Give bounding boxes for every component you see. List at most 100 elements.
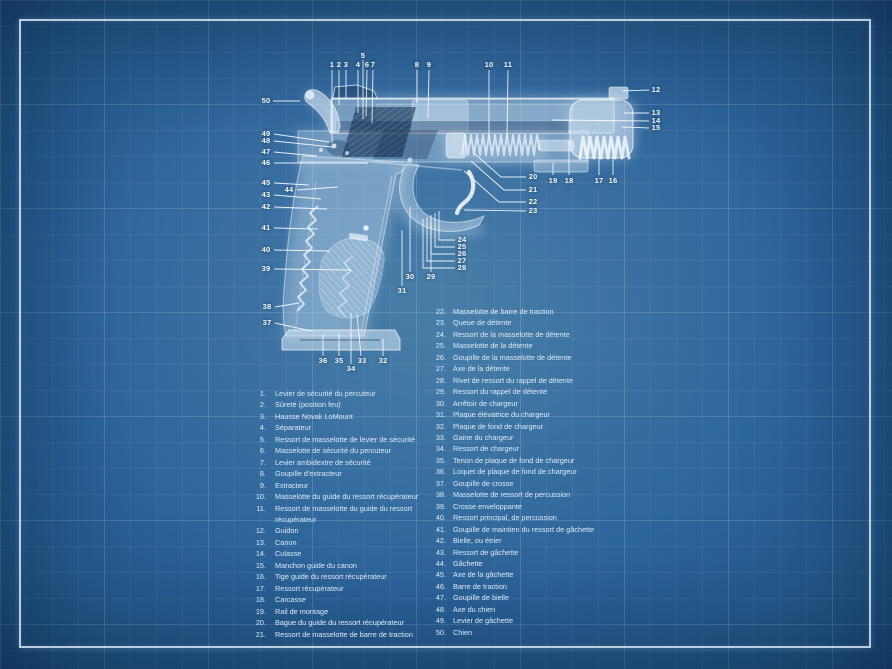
callout-number-3: 3 <box>343 60 349 70</box>
callout-number-29: 29 <box>426 272 436 282</box>
legend-item-number: 2. <box>259 400 266 410</box>
legend-item-number: 16. <box>255 572 266 582</box>
legend-item-label: Ressort principal, de percussion <box>453 513 557 523</box>
legend-item: 34.Ressort de chargeur <box>426 443 640 454</box>
legend-item: 37.Goupille de crosse <box>426 478 640 489</box>
grip-screw <box>363 225 369 231</box>
legend-item: 36.Loquet de plaque de fond de chargeur <box>426 466 640 477</box>
legend-item-number: 34. <box>435 444 446 454</box>
legend-item-number: 18. <box>255 595 266 605</box>
hammer-spur-shape <box>305 90 315 100</box>
callout-number-15: 15 <box>651 123 661 133</box>
callout-number-23: 23 <box>528 206 538 216</box>
accessory-rail-shape <box>533 159 589 173</box>
leader-line-24 <box>438 211 455 241</box>
legend-item: 5.Ressort de masselotte de levier de séc… <box>250 434 438 445</box>
legend-item-number: 32. <box>435 421 446 431</box>
legend-item-number: 29. <box>435 387 446 397</box>
leader-line-41 <box>273 227 319 230</box>
legend-item-number: 43. <box>435 547 446 557</box>
callout-number-40: 40 <box>261 245 271 255</box>
legend-item-label: Plaque élévatrice du chargeur <box>453 410 550 420</box>
callout-number-41: 41 <box>261 223 271 233</box>
legend-item: 14.Culasse <box>250 548 438 559</box>
legend-item: 38.Masselotte de ressort de percussion <box>426 489 640 500</box>
legend-item: 29. Ressort du rappel de détente <box>426 386 640 397</box>
baseplate-shape <box>281 329 401 351</box>
legend-item-label: Canon <box>275 537 297 547</box>
legend-item: 45.Axe de la gâchette <box>426 569 640 580</box>
legend-item: 39.Crosse enveloppante <box>426 501 640 512</box>
legend-item: 16. Tige guide du ressort récupérateur <box>250 571 438 582</box>
legend-item-number: 10. <box>255 492 266 502</box>
callout-number-43: 43 <box>261 190 271 200</box>
legend-item-label: Séparateur <box>275 423 312 433</box>
mag-release-pin <box>407 157 413 163</box>
lever-pin <box>319 148 323 152</box>
legend-item: 23.Queue de détente <box>426 317 640 328</box>
legend-item-number: 36. <box>435 467 446 477</box>
legend-item-number: 25. <box>435 341 446 351</box>
leader-line-9 <box>427 69 430 119</box>
legend-item-label: Crosse enveloppante <box>453 501 522 511</box>
legend-item-label: Masselotte de sécurité du percuteur <box>275 446 392 456</box>
callout-number-4: 4 <box>355 60 361 70</box>
legend-item-number: 15. <box>255 560 266 570</box>
leader-line-40 <box>273 249 331 252</box>
callout-number-1: 1 <box>329 60 335 70</box>
legend-item: 31.Plaque élévatrice du chargeur <box>426 409 640 420</box>
legend-item: 50.Chien <box>426 627 640 638</box>
legend-item-number: 42. <box>435 536 446 546</box>
callout-number-46: 46 <box>261 158 271 168</box>
legend-item: 20.Bague du guide du ressort récupérateu… <box>250 617 438 628</box>
callout-number-45: 45 <box>261 178 271 188</box>
hammer-shape <box>304 89 341 134</box>
legend-item-label: Tige guide du ressort récupérateur <box>275 572 387 582</box>
callout-number-2: 2 <box>336 60 342 70</box>
legend-item-number: 21. <box>255 629 266 639</box>
legend-item-label: Rivet de ressort du rappel de détente <box>453 375 574 385</box>
callout-number-26: 26 <box>457 249 467 259</box>
legend-item-label: Manchon guide du canon <box>275 560 357 570</box>
legend-item: 46.Barre de traction <box>426 581 640 592</box>
callout-number-16: 16 <box>608 176 618 186</box>
legend-item-label: Gaine du chargeur <box>453 432 514 442</box>
callout-number-36: 36 <box>318 356 328 366</box>
legend-item-number: 12. <box>255 526 266 536</box>
legend-item-label: Bielle, ou étrier <box>453 536 502 546</box>
legend-item-label: Ressort de masselotte du guide du ressor… <box>275 503 413 524</box>
legend-item-label: Extracteur <box>275 480 309 490</box>
callout-number-10: 10 <box>484 60 494 70</box>
legend-item: 48.Axe du chien <box>426 604 640 615</box>
leader-line-47 <box>273 151 318 157</box>
callout-number-42: 42 <box>261 202 271 212</box>
legend-item-label: Queue de détente <box>453 318 512 328</box>
legend-item-number: 50. <box>435 627 446 637</box>
legend-item: 19.Rail de montage <box>250 606 438 617</box>
legend-item-label: Masselotte du guide du ressort récupérat… <box>275 492 419 502</box>
recoil-spring-mid <box>461 134 541 156</box>
legend-item-number: 6. <box>259 446 266 456</box>
legend-item: 43.Ressort de gâchette <box>426 547 640 558</box>
legend-item-label: Ressort de la masselotte de détente <box>453 329 570 339</box>
legend-item: 6. Masselotte de sécurité du percuteur <box>250 445 438 456</box>
callout-number-22: 22 <box>528 197 538 207</box>
leader-line-7 <box>371 69 374 124</box>
legend-item-label: Ressort du rappel de détente <box>453 387 548 397</box>
legend-item: 11. Ressort de masselotte du guide du res… <box>250 503 438 526</box>
callout-number-38: 38 <box>262 302 272 312</box>
legend-item-number: 45. <box>435 570 446 580</box>
legend-item-number: 24. <box>435 329 446 339</box>
callout-number-6: 6 <box>364 60 370 70</box>
callout-number-21: 21 <box>528 185 538 195</box>
callout-number-34: 34 <box>346 364 356 374</box>
legend-item-label: Ressort de masselotte de levier de sécur… <box>275 434 415 444</box>
legend-item-number: 11. <box>256 503 266 513</box>
callout-number-18: 18 <box>564 176 574 186</box>
legend-item-number: 28. <box>435 375 446 385</box>
leader-line-25 <box>434 213 455 248</box>
legend-item: 44.Gâchette <box>426 558 640 569</box>
callout-number-39: 39 <box>261 264 271 274</box>
